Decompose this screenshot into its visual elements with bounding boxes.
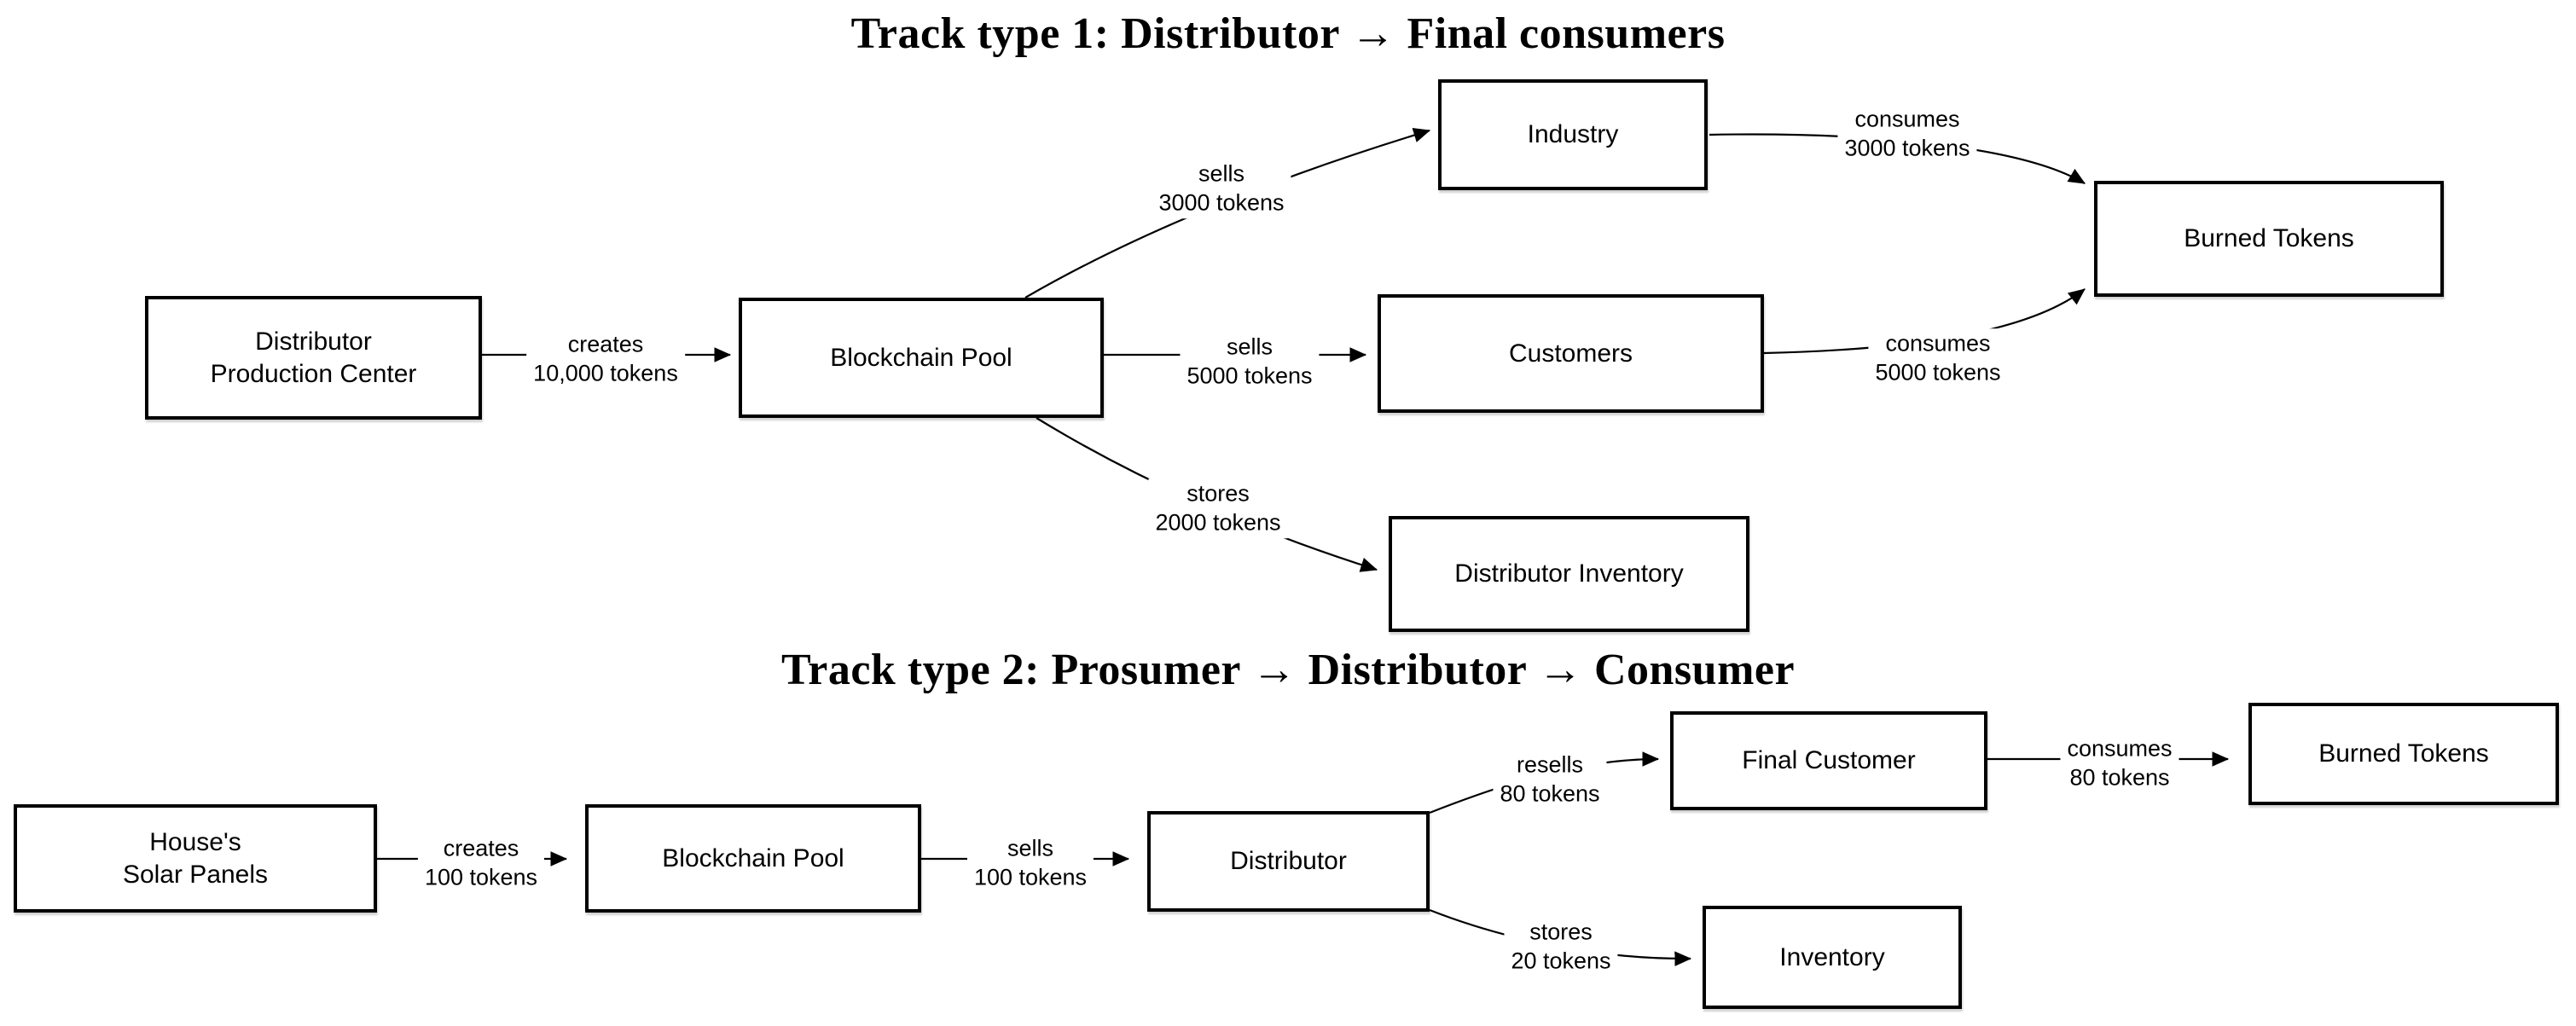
node-distributor-inventory: Distributor Inventory <box>1389 516 1749 632</box>
edge-label-creates-100: creates 100 tokens <box>417 833 545 893</box>
node-inventory: Inventory <box>1703 906 1962 1009</box>
edge-action: creates <box>443 835 519 861</box>
node-label: House's Solar Panels <box>122 828 269 889</box>
node-distributor: Distributor <box>1147 811 1430 912</box>
node-label: Industry <box>1527 120 1619 149</box>
node-burned-tokens-track2: Burned Tokens <box>2248 703 2559 805</box>
edge-amount: 80 tokens <box>1500 780 1600 806</box>
edge-amount: 2000 tokens <box>1155 509 1281 535</box>
edge-amount: 20 tokens <box>1511 948 1611 973</box>
node-label: Blockchain Pool <box>662 843 844 872</box>
edge-label-sells-5000: sells 5000 tokens <box>1180 332 1320 391</box>
edge-label-consumes-3000: consumes 3000 tokens <box>1837 104 1977 164</box>
track1-title: Track type 1: Distributor → Final consum… <box>850 9 1726 58</box>
node-final-customer: Final Customer <box>1670 711 1987 810</box>
node-label: Distributor Production Center <box>210 328 417 388</box>
edge-label-consumes-5000: consumes 5000 tokens <box>1868 328 2008 388</box>
node-burned-tokens-track1: Burned Tokens <box>2094 181 2444 297</box>
edge-label-sells-3000: sells 3000 tokens <box>1152 159 1291 218</box>
node-label: Blockchain Pool <box>830 343 1012 372</box>
node-blockchain-pool-track1: Blockchain Pool <box>739 298 1104 418</box>
edge-action: resells <box>1516 751 1584 778</box>
node-industry: Industry <box>1438 79 1708 190</box>
node-label: Customers <box>1508 339 1633 368</box>
edge-action: sells <box>1198 160 1244 187</box>
edge-label-creates-10000: creates 10,000 tokens <box>526 329 685 389</box>
edge-action: stores <box>1186 480 1250 507</box>
edge-label-sells-100: sells 100 tokens <box>966 833 1094 893</box>
node-label: Inventory <box>1779 942 1885 971</box>
node-blockchain-pool-track2: Blockchain Pool <box>585 804 921 913</box>
edge-amount: 5000 tokens <box>1186 362 1313 388</box>
edge-amount: 100 tokens <box>973 864 1088 890</box>
edge-label-resells-80: resells 80 tokens <box>1493 750 1607 809</box>
edge-action: sells <box>1226 333 1273 360</box>
node-houses-solar-panels: House's Solar Panels <box>14 804 377 913</box>
edge-action: consumes <box>1854 106 1960 132</box>
track2-title: Track type 2: Prosumer → Distributor → C… <box>780 646 1796 694</box>
edge-action: stores <box>1529 919 1593 945</box>
edge-amount: 3000 tokens <box>1158 189 1285 215</box>
edge-amount: 100 tokens <box>424 864 538 890</box>
node-label: Final Customer <box>1742 746 1916 775</box>
edge-amount: 80 tokens <box>2069 764 2170 790</box>
edge-amount: 3000 tokens <box>1844 135 1970 160</box>
edge-action: creates <box>567 331 644 357</box>
node-label: Distributor <box>1230 847 1347 876</box>
node-label: Burned Tokens <box>2318 739 2489 768</box>
edge-label-consumes-80: consumes 80 tokens <box>2060 733 2179 793</box>
edge-label-stores-20: stores 20 tokens <box>1504 917 1618 977</box>
edge-label-stores-2000: stores 2000 tokens <box>1148 478 1288 538</box>
edge-action: consumes <box>2067 735 2173 762</box>
edge-action: consumes <box>1885 330 1991 356</box>
edge-action: sells <box>1007 835 1054 861</box>
node-label: Burned Tokens <box>2184 224 2354 253</box>
edge-amount: 10,000 tokens <box>533 360 678 385</box>
edge-amount: 5000 tokens <box>1875 359 2001 385</box>
node-customers: Customers <box>1378 294 1764 413</box>
node-label: Distributor Inventory <box>1454 559 1684 588</box>
node-distributor-production-center: Distributor Production Center <box>145 296 482 420</box>
